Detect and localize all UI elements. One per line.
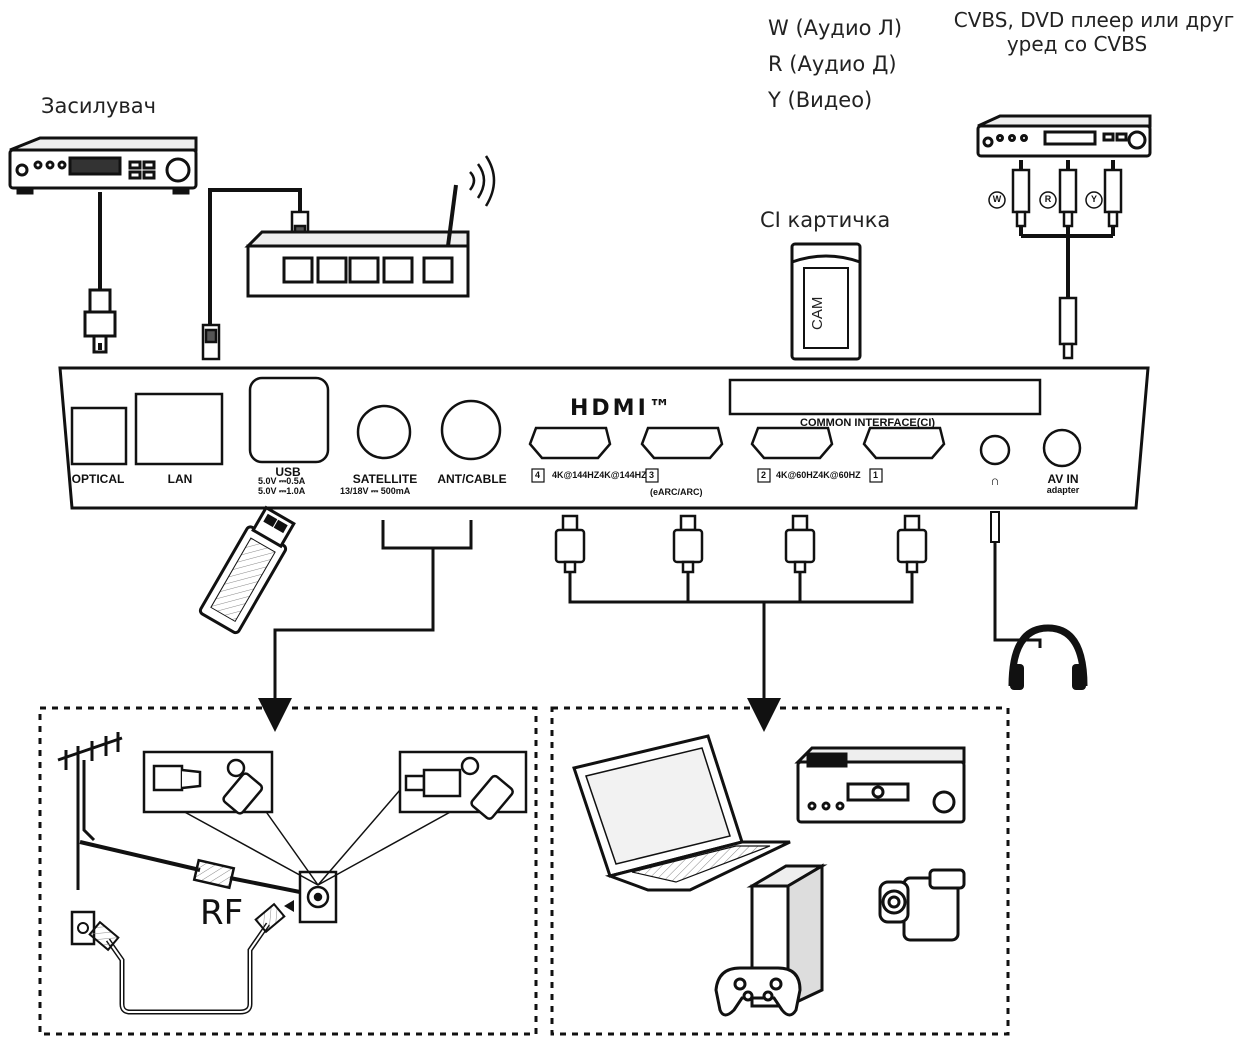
satellite-spec: 13/18V ⎓ 500mA [340,486,411,496]
av-in-adapter-label: adapter [1046,485,1080,495]
ci-card-label: CI картичка [760,208,891,232]
rca-tag-y: Y [1090,194,1097,204]
usb-stick [198,505,296,635]
av-in-label: AV IN [1047,472,1079,486]
dvd-player-small [794,746,966,824]
audio-right-label: R (Аудио Д) [768,52,897,76]
wall-socket-cable [70,902,286,1015]
connector-detail-left [142,750,274,815]
antenna-cable [79,840,301,894]
common-interface-label: COMMON INTERFACE(CI) [800,417,936,429]
arrow-to-hdmi-box [747,698,781,732]
usb-port-label: USB [275,465,301,479]
hdmi-earc-label: (eARC/ARC) [650,487,703,497]
headphones [990,511,1088,690]
dvd-player-device [976,114,1152,158]
panel-port-shapes [70,376,1082,468]
cvbs-label-line2: уред со CVBS [1006,32,1148,56]
connector-detail-right [398,750,528,820]
optical-port-label: OPTICAL [71,472,125,486]
cvbs-label-line1: CVBS, DVD плеер или друг [953,8,1235,32]
cam-card [790,242,862,361]
audio-left-label: W (Аудио Л) [768,16,903,40]
ant-cable-port-label: ANT/CABLE [437,472,507,486]
usb-spec-1: 5.0V ⎓0.5A [258,476,306,486]
laptop [572,734,791,892]
antenna-bracket-line [273,520,473,700]
rf-sources-box [38,706,538,1036]
lan-plug-bottom [201,323,221,361]
hdmi-logo: HDMI™ [570,396,674,421]
arrow-to-rf-box [258,698,292,732]
antenna-connector [192,858,236,890]
headphone-icon: ∩ [990,473,1000,488]
hdmi-1-number: 1 [873,470,879,480]
satellite-port-label: SATELLITE [352,472,418,486]
rf-label: RF [200,893,244,933]
amplifier-label: Засилувач [41,94,157,118]
camcorder [878,868,966,942]
hdmi-4-spec: 4K@144HZ4K@144HZ [552,470,647,480]
hdmi-2-spec: 4K@60HZ4K@60HZ [776,470,861,480]
rf-wall-socket [284,870,338,924]
cam-text: CAM [809,296,826,330]
video-label: Y (Видео) [768,88,873,112]
lan-port-label: LAN [167,472,193,486]
tv-antenna [57,732,123,890]
amplifier-device [8,136,198,195]
rca-tag-r: R [1044,194,1052,204]
game-controller [714,966,802,1017]
hdmi-sources-box [550,706,1010,1036]
rca-tag-w: W [992,194,1002,204]
rca-plugs [1011,168,1123,228]
lan-cable [208,188,302,330]
usb-spec-2: 5.0V ⎓1.0A [258,486,306,496]
router-device [244,155,496,298]
hdmi-number-boxes [531,468,883,483]
hdmi-4-number: 4 [535,470,541,480]
hdmi-cables [554,514,928,700]
rca-tag-circles [988,191,1103,209]
optical-cable [83,192,117,354]
av-in-plug [1058,296,1078,360]
hdmi-2-number: 2 [761,470,767,480]
detail-lines [169,789,473,886]
hdmi-3-number: 3 [649,470,655,480]
